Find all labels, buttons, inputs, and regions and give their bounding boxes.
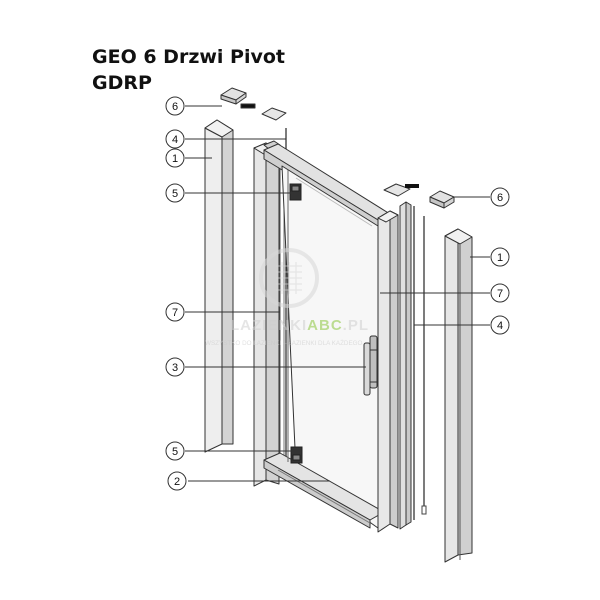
left-wall-profile (204, 119, 234, 453)
callout-label: 1 (497, 252, 503, 264)
callout-label: 4 (172, 134, 178, 146)
watermark-brand-left: LAZIENKI (230, 317, 307, 334)
callout-label: 3 (172, 362, 178, 374)
product-code: GDRP (92, 72, 152, 94)
right-wall-profile (444, 228, 473, 563)
callout-label: 6 (497, 192, 503, 204)
top-cap-right (383, 183, 455, 209)
seal-strip-right (413, 206, 427, 520)
callout-5-top: 5 (165, 183, 185, 203)
callout-label: 1 (172, 153, 178, 165)
hinge-top (289, 183, 302, 201)
right-door-profile (377, 210, 399, 533)
left-frame-profile (253, 140, 285, 487)
product-title: GEO 6 Drzwi Pivot (92, 46, 286, 68)
callout-1-left: 1 (165, 148, 185, 168)
callout-4-left: 4 (165, 129, 185, 149)
callout-3: 3 (165, 357, 185, 377)
callout-label: 2 (174, 476, 180, 488)
top-cap-left (220, 87, 287, 121)
hinge-bottom (290, 446, 303, 464)
right-frame-profile (399, 201, 412, 530)
callout-label: 7 (497, 288, 503, 300)
callout-label: 7 (172, 307, 178, 319)
callout-5-bottom: 5 (165, 441, 185, 461)
callout-label: 5 (172, 188, 178, 200)
callout-6-right: 6 (490, 187, 510, 207)
callout-label: 6 (172, 101, 178, 113)
callout-6-left: 6 (165, 96, 185, 116)
callout-4-right: 4 (490, 315, 510, 335)
callout-label: 4 (497, 320, 503, 332)
svg-text:LAZIENKIABC.PL: LAZIENKIABC.PL (230, 317, 369, 334)
door-handle (363, 335, 378, 396)
watermark-brand-accent: ABC (307, 317, 343, 334)
leader-lines (185, 105, 490, 482)
watermark-brand-right: .PL (343, 317, 369, 334)
title-block: GEO 6 Drzwi Pivot GDRP (92, 44, 285, 96)
callout-7-left: 7 (165, 302, 185, 322)
callout-label: 5 (172, 446, 178, 458)
watermark-tagline: WSZYSTKO DO ŁAZIENKI – ŁAZIENKI DLA KAŻD… (205, 338, 363, 347)
callout-2: 2 (167, 471, 187, 491)
watermark: LAZIENKIABC.PL WSZYSTKO DO ŁAZIENKI – ŁA… (205, 248, 369, 347)
callout-1-right: 1 (490, 247, 510, 267)
callout-7-right: 7 (490, 283, 510, 303)
